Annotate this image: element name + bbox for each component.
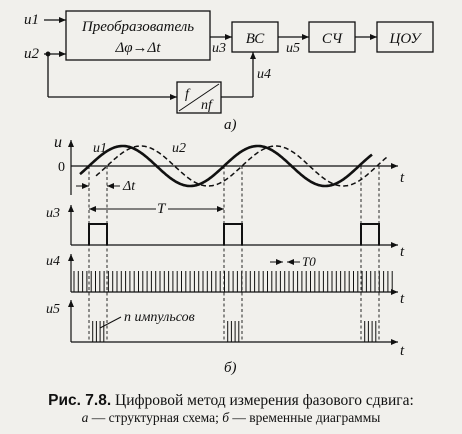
u3-pulses (88, 223, 380, 245)
converter-formula: Δφ→Δt (114, 40, 161, 56)
dt-label: Δt (122, 179, 136, 194)
curve-u2-label: u2 (172, 141, 186, 156)
u3-pulse (223, 223, 243, 245)
sublabel-b: б) (224, 360, 237, 376)
pulses-label: n импульсов (124, 310, 195, 325)
u3-pulse (88, 223, 108, 245)
axis-u-label: u (54, 134, 62, 151)
row-u4-label: u4 (46, 254, 60, 269)
u4-pulse-train (73, 271, 393, 292)
caption-b-text: — временные диаграммы (229, 410, 381, 425)
block-diagram (44, 10, 434, 114)
display-block (376, 21, 434, 53)
converter-title: Преобразователь (81, 19, 194, 35)
pulses-leader (99, 316, 122, 329)
caption-fig-number: Рис. 7.8. (48, 392, 112, 409)
zero-label: 0 (58, 160, 65, 175)
caption-title: Цифровой метод измерения фазового сдвига… (115, 392, 414, 409)
curve-u1 (79, 144, 373, 188)
axis-t-label-4: t (400, 343, 405, 359)
caption-a-text: — структурная схема; (88, 410, 223, 425)
row-u3-label: u3 (46, 206, 60, 221)
converter-block (65, 10, 211, 61)
diagram-canvas: u1 u2 Преобразователь Δφ→Δt ВС СЧ ЦОУ f … (24, 10, 434, 376)
display-label: ЦОУ (389, 31, 423, 47)
axis-t-label-1: t (400, 170, 405, 186)
block-diagram-text: u1 u2 Преобразователь Δφ→Δt ВС СЧ ЦОУ f … (24, 12, 422, 133)
figure-caption: Рис. 7.8. Цифровой метод измерения фазов… (0, 392, 462, 426)
counter-label: СЧ (322, 31, 344, 47)
dashed-guides (88, 166, 380, 342)
u5-pulse-bursts (92, 321, 377, 342)
signal-u5-label: u5 (286, 41, 300, 56)
caption-a-letter: а (81, 410, 89, 425)
input-u2-label: u2 (24, 46, 40, 62)
signal-u3-label: u3 (212, 41, 226, 56)
t0-label: T0 (302, 254, 316, 269)
period-label: T (157, 201, 167, 217)
sine-curves (79, 144, 389, 188)
caption-b-letter: б (222, 410, 230, 425)
curve-u2 (95, 145, 389, 187)
axis-t-label-2: t (400, 244, 405, 260)
signal-u4-label: u4 (257, 67, 271, 82)
sublabel-a: а) (224, 117, 237, 133)
divider-denominator: nf (201, 98, 214, 113)
input-u1-label: u1 (24, 12, 39, 28)
axis-t-label-3: t (400, 291, 405, 307)
divider-numerator: f (185, 87, 191, 102)
row-u5-label: u5 (46, 302, 60, 317)
curve-u1-label: u1 (93, 141, 107, 156)
timing-text: u 0 u1 u2 Δt T t t t t u3 u4 u5 T0 n имп… (46, 134, 405, 376)
timing-axes (68, 140, 398, 345)
vs-label: ВС (246, 31, 265, 47)
u3-pulse (360, 223, 380, 245)
